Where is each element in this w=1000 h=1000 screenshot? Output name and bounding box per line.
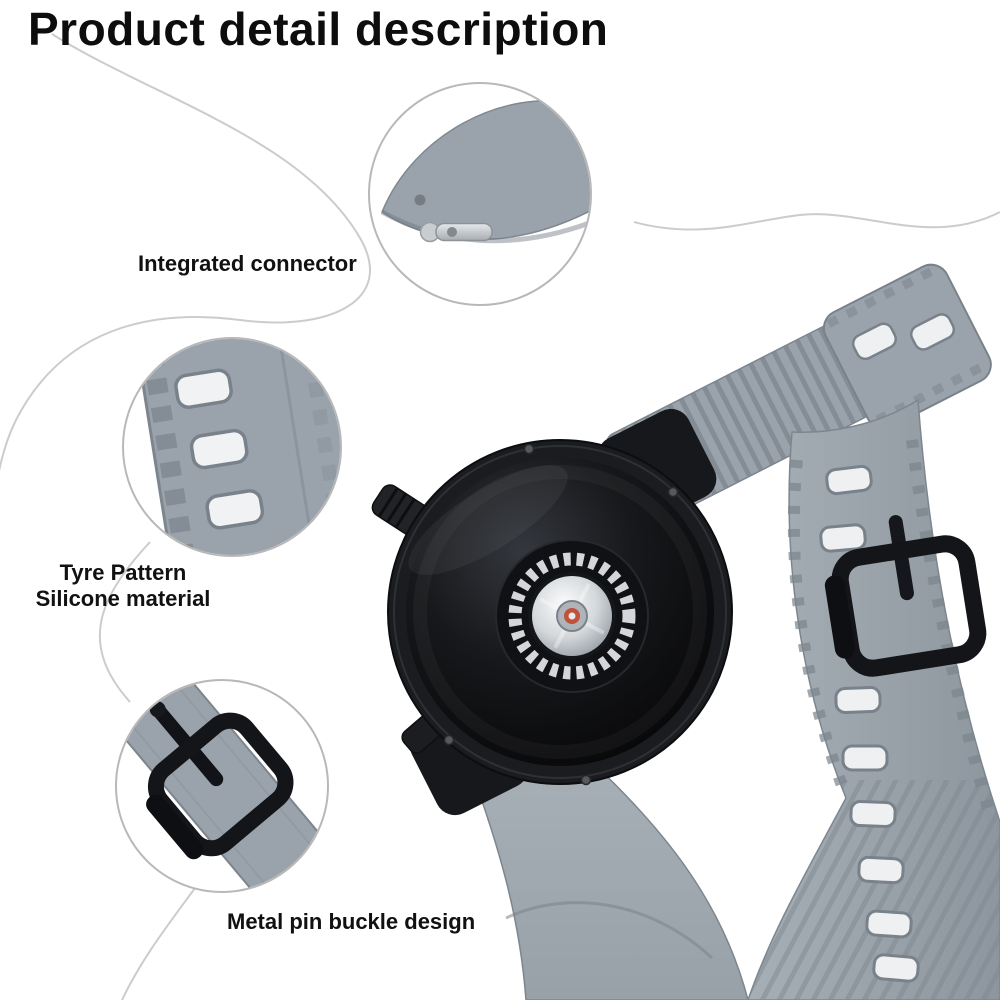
strap-keeper bbox=[822, 263, 992, 430]
connector-callout-circle bbox=[368, 82, 592, 306]
buckle-callout-circle bbox=[115, 679, 329, 893]
decorative-curve bbox=[0, 33, 372, 472]
watch bbox=[371, 408, 733, 816]
decorative-curves bbox=[0, 33, 1000, 1000]
connector-label: Integrated connector bbox=[138, 251, 357, 276]
strap-holes bbox=[819, 464, 920, 983]
watch-sensor bbox=[495, 539, 649, 693]
decorative-curve bbox=[121, 883, 199, 1000]
tyre-pattern-label: Tyre Pattern Silicone material bbox=[18, 560, 228, 612]
tyre-pattern-label-line1: Tyre Pattern bbox=[59, 560, 187, 585]
page-title: Product detail description bbox=[28, 3, 609, 55]
right-strap bbox=[747, 398, 1000, 1000]
buckle-label: Metal pin buckle design bbox=[227, 909, 476, 934]
tyre-pattern-label-line2: Silicone material bbox=[35, 586, 211, 611]
decorative-curve bbox=[98, 541, 151, 703]
tyre-pattern-callout-circle bbox=[122, 337, 342, 557]
spring-bar-pin bbox=[419, 221, 493, 243]
lug-screws bbox=[443, 443, 679, 786]
decorative-curve bbox=[633, 211, 1000, 231]
strap-buckle bbox=[824, 515, 987, 677]
